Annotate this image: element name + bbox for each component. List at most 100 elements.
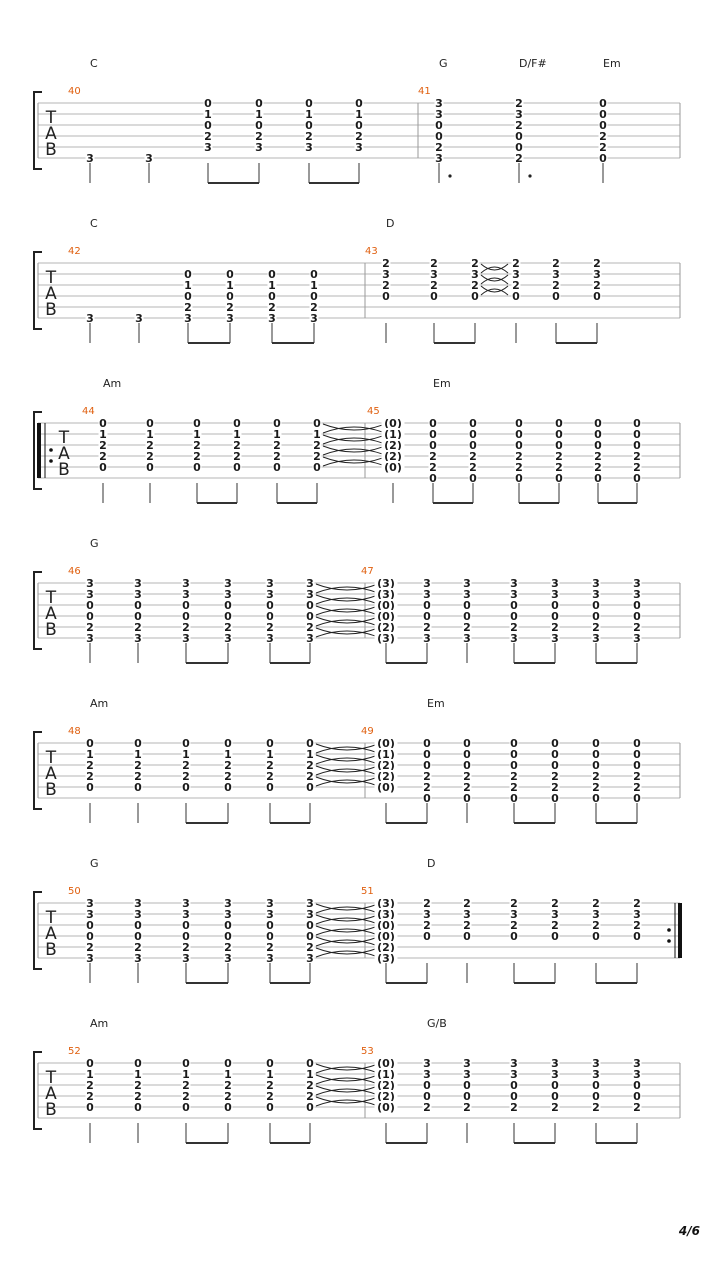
fret-number: 3 [266,908,274,921]
tab-letter: B [45,1100,57,1120]
fret-number: 2 [313,450,321,463]
fret-number: 0 [306,599,314,612]
fret-backdrop [632,577,642,588]
fret-backdrop [434,108,444,119]
fret-backdrop [550,1101,560,1112]
fret-number: 2 [182,759,190,772]
fret-number: 0 [551,759,559,772]
tab-letter: B [45,620,57,640]
fret-number: 2 [86,941,94,954]
fret-number: 0 [594,472,602,485]
fret-number: 2 [463,1101,471,1114]
fret-backdrop [591,1068,601,1079]
fret-backdrop [632,897,642,908]
fret-backdrop [223,621,233,632]
fret-backdrop [551,290,561,301]
fret-number: 3 [306,577,314,590]
fret-number: 0 [592,1090,600,1103]
chord-name: Am [103,377,121,390]
fret-backdrop [632,472,642,483]
fret-backdrop [428,428,438,439]
fret-backdrop [632,1068,642,1079]
fret-number: 2 [224,621,232,634]
fret-number: 0 [306,737,314,750]
fret-number: 2 [134,941,142,954]
fret-backdrop [85,759,95,770]
fret-number: 0 [423,1079,431,1092]
fret-number: 3 [268,312,276,325]
fret-backdrop [223,599,233,610]
fret-backdrop [468,461,478,472]
fret-number: 3 [633,632,641,645]
fret-backdrop [305,748,315,759]
fret-number: 2 [266,621,274,634]
fret-backdrop [632,1057,642,1068]
measure-number: 40 [68,86,81,97]
fret-backdrop [183,290,193,301]
fret-number: 0 [512,290,520,303]
fret-backdrop [632,737,642,748]
fret-backdrop [591,610,601,621]
fret-backdrop [591,621,601,632]
tab-letter: T [45,588,57,608]
fret-backdrop [85,770,95,781]
fret-number: 3 [255,141,263,154]
measure-number: 53 [361,1046,374,1057]
fret-number: 1 [204,108,212,121]
fret-backdrop [192,417,202,428]
fret-backdrop [181,919,191,930]
fret-backdrop [265,632,275,643]
fret-number: 3 [423,588,431,601]
fret-backdrop [265,930,275,941]
fret-number: 0 [463,599,471,612]
fret-backdrop [462,1090,472,1101]
fret-backdrop [514,461,524,472]
fret-number: 0 [146,417,154,430]
fret-number: 3 [633,908,641,921]
fret-number: 3 [435,108,443,121]
chord-name: C [90,217,98,230]
fret-number: 2 [463,621,471,634]
fret-number: 0 [310,268,318,281]
fret-backdrop [85,737,95,748]
fret-backdrop [550,1090,560,1101]
fret-backdrop [144,152,154,163]
fret-number: 0 [469,439,477,452]
fret-number: 2 [182,621,190,634]
fret-number: 0 [306,1057,314,1070]
fret-backdrop [145,439,155,450]
measure-number: 46 [68,566,81,577]
fret-number: 2 [599,130,607,143]
fret-number: 3 [310,312,318,325]
fret-backdrop [225,312,235,323]
fret-number: 0 [182,610,190,623]
fret-backdrop [265,952,275,963]
fret-backdrop [181,737,191,748]
tie-arc [315,914,379,922]
measure-number: 50 [68,886,81,897]
fret-backdrop [428,417,438,428]
fret-backdrop [267,290,277,301]
fret-number: 3 [510,632,518,645]
fret-number: 3 [86,897,94,910]
fret-number: 2 [510,781,518,794]
repeat-dot [667,928,671,932]
fret-number: 0 [224,610,232,623]
system-bracket [33,411,42,490]
fret-number: 1 [273,428,281,441]
fret-backdrop [591,1090,601,1101]
fret-backdrop [98,428,108,439]
fret-backdrop [462,610,472,621]
measure-number: 47 [361,566,374,577]
fret-number: 2 [515,97,523,110]
fret-backdrop [429,257,439,268]
fret-backdrop [381,461,405,472]
fret-backdrop [133,930,143,941]
fret-backdrop [468,428,478,439]
fret-backdrop [181,748,191,759]
fret-number: 3 [423,908,431,921]
fret-backdrop [223,930,233,941]
fret-number: 2 [551,621,559,634]
fret-backdrop [223,632,233,643]
fret-number: 0 [423,599,431,612]
